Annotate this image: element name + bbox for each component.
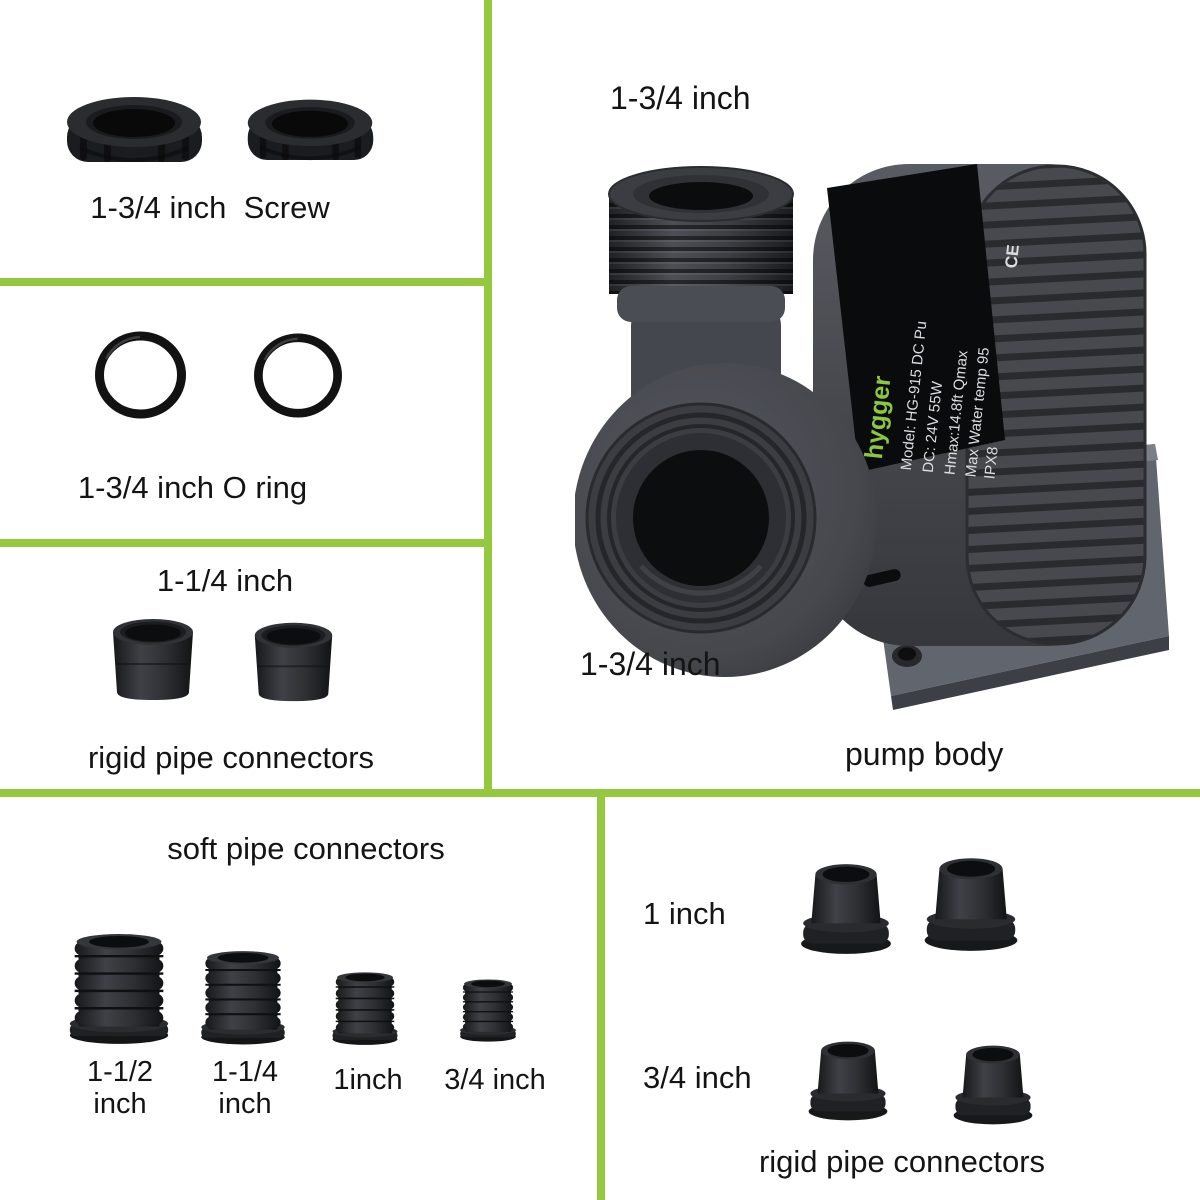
pump-spec-label: hygger Model: HG-915 DC Pu DC: 24V 55W H… (827, 164, 1023, 480)
soft-size-label-3: 1inch (333, 1064, 403, 1096)
locknut-image-1 (67, 97, 202, 162)
soft-connectors-title: soft pipe connectors (167, 831, 445, 866)
rigid-connector-right-image-4 (953, 1045, 1033, 1125)
rigid-left-caption: rigid pipe connectors (87, 740, 375, 775)
soft-connector-image-2 (201, 951, 285, 1045)
divider-vertical-bottom (597, 789, 605, 1200)
divider-vertical-left (484, 0, 492, 797)
rigid-connector-right-image-2 (924, 858, 1018, 951)
rigid-connector-right-image-3 (808, 1041, 888, 1121)
soft-connector-image-1 (69, 934, 169, 1044)
divider-horizontal-2 (0, 539, 492, 547)
o-ring-image-1 (95, 331, 186, 419)
soft-size-label-2: 1-1/4 inch (211, 1056, 279, 1121)
pump-inlet-port (608, 166, 794, 322)
soft-connector-image-3 (332, 972, 398, 1045)
o-ring-caption: 1-3/4 inch O ring (77, 470, 308, 505)
soft-connector-image-4 (460, 979, 516, 1042)
rigid-right-caption: rigid pipe connectors (758, 1144, 1046, 1179)
pump-spec-line: IPX8 (981, 446, 1001, 480)
o-ring-image-2 (254, 333, 342, 418)
soft-size-label-4: 3/4 inch (444, 1064, 546, 1096)
pump-outlet-size-label: 1-3/4 inch (580, 646, 721, 682)
rigid-right-size-label-34inch: 3/4 inch (643, 1060, 752, 1095)
rigid-connector-image-1 (113, 619, 193, 700)
divider-horizontal-1 (0, 278, 492, 286)
pump-inlet-size-label: 1-3/4 inch (610, 80, 751, 116)
rigid-connector-right-image-1 (801, 864, 891, 954)
rigid-left-size-label: 1-1/4 inch (156, 563, 294, 598)
pump-outlet-port (585, 402, 817, 634)
pump-image: hygger Model: HG-915 DC Pu DC: 24V 55W H… (575, 164, 1169, 710)
soft-size-label-1: 1-1/2 inch (86, 1056, 154, 1121)
pump-body-caption: pump body (845, 736, 1004, 772)
screw-caption: 1-3/4 inch Screw (90, 190, 330, 225)
rigid-connector-image-2 (254, 622, 333, 702)
locknut-image-2 (247, 99, 374, 161)
ce-mark: CE (1002, 244, 1023, 269)
rigid-right-size-label-1inch: 1 inch (643, 896, 726, 931)
